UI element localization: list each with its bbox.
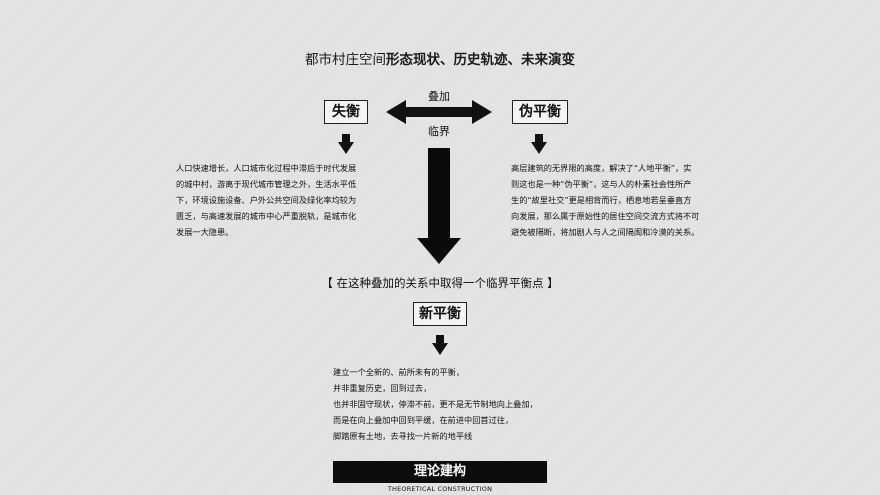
text-line: 则这也是一种“伪平衡”，这与人的朴素社会性所产 [511, 179, 692, 189]
text-line: 而是在向上叠加中回到平缓，在前进中回首过往， [333, 415, 514, 425]
right-down-arrow-icon [531, 134, 547, 154]
big-down-arrow-icon [417, 148, 461, 264]
double-headed-arrow-icon [386, 100, 492, 124]
balance-point-statement: 【 在这种叠加的关系中取得一个临界平衡点 】 [321, 276, 559, 290]
imbalance-box: 失衡 [324, 100, 368, 124]
text-line: 也并非固守现状，停滞不前，更不是无节制地向上叠加， [333, 399, 538, 409]
section-title-bar: 理论建构 [333, 461, 547, 483]
left-down-arrow-icon [338, 134, 354, 154]
section-subtitle: THEORETICAL CONSTRUCTION [387, 485, 493, 493]
new-balance-down-arrow-icon [432, 335, 448, 355]
text-line: 生的“故里社交”更是相背而行，栖息地若呈垂直方 [511, 195, 692, 205]
text-line: 并非重复历史，回到过去， [333, 383, 432, 393]
pseudo-balance-description: 高层建筑的无界限的高度，解决了“人地平衡”，实 则这也是一种“伪平衡”，这与人的… [511, 160, 699, 240]
text-line: 建立一个全新的、前所未有的平衡， [333, 367, 465, 377]
text-line: 避免被隔断，将加剧人与人之间隔阂和冷漠的关系。 [511, 227, 700, 237]
new-balance-description: 建立一个全新的、前所未有的平衡， 并非重复历史，回到过去， 也并非固守现状，停滞… [333, 364, 538, 444]
pseudo-balance-box: 伪平衡 [512, 100, 568, 124]
new-balance-box: 新平衡 [413, 302, 467, 326]
text-line: 发展一大隐患。 [176, 227, 234, 237]
text-line: 匮乏，与高速发展的城市中心严重脱轨，是城市化 [176, 211, 357, 221]
critical-label: 临界 [428, 125, 450, 138]
text-line: 人口快速增长，人口城市化过程中滞后于时代发展 [176, 163, 357, 173]
text-line: 的城中村，游离于现代城市管理之外，生活水平低 [176, 179, 357, 189]
text-line: 高层建筑的无界限的高度，解决了“人地平衡”，实 [511, 163, 692, 173]
text-line: 下，环境设施设备、户外公共空间及绿化率均较为 [176, 195, 357, 205]
text-line: 向发展，那么属于原始性的居住空间交流方式将不可 [511, 211, 700, 221]
page-title: 都市村庄空间形态现状、历史轨迹、未来演变 [0, 48, 880, 68]
overlay-label: 叠加 [428, 90, 450, 103]
text-line: 脚踏原有土地，去寻找一片新的地平线 [333, 431, 473, 441]
title-prefix: 都市村庄空间 [305, 52, 386, 68]
imbalance-description: 人口快速增长，人口城市化过程中滞后于时代发展 的城中村，游离于现代城市管理之外，… [176, 160, 356, 240]
title-emphasis: 形态现状、历史轨迹、未来演变 [386, 52, 575, 68]
